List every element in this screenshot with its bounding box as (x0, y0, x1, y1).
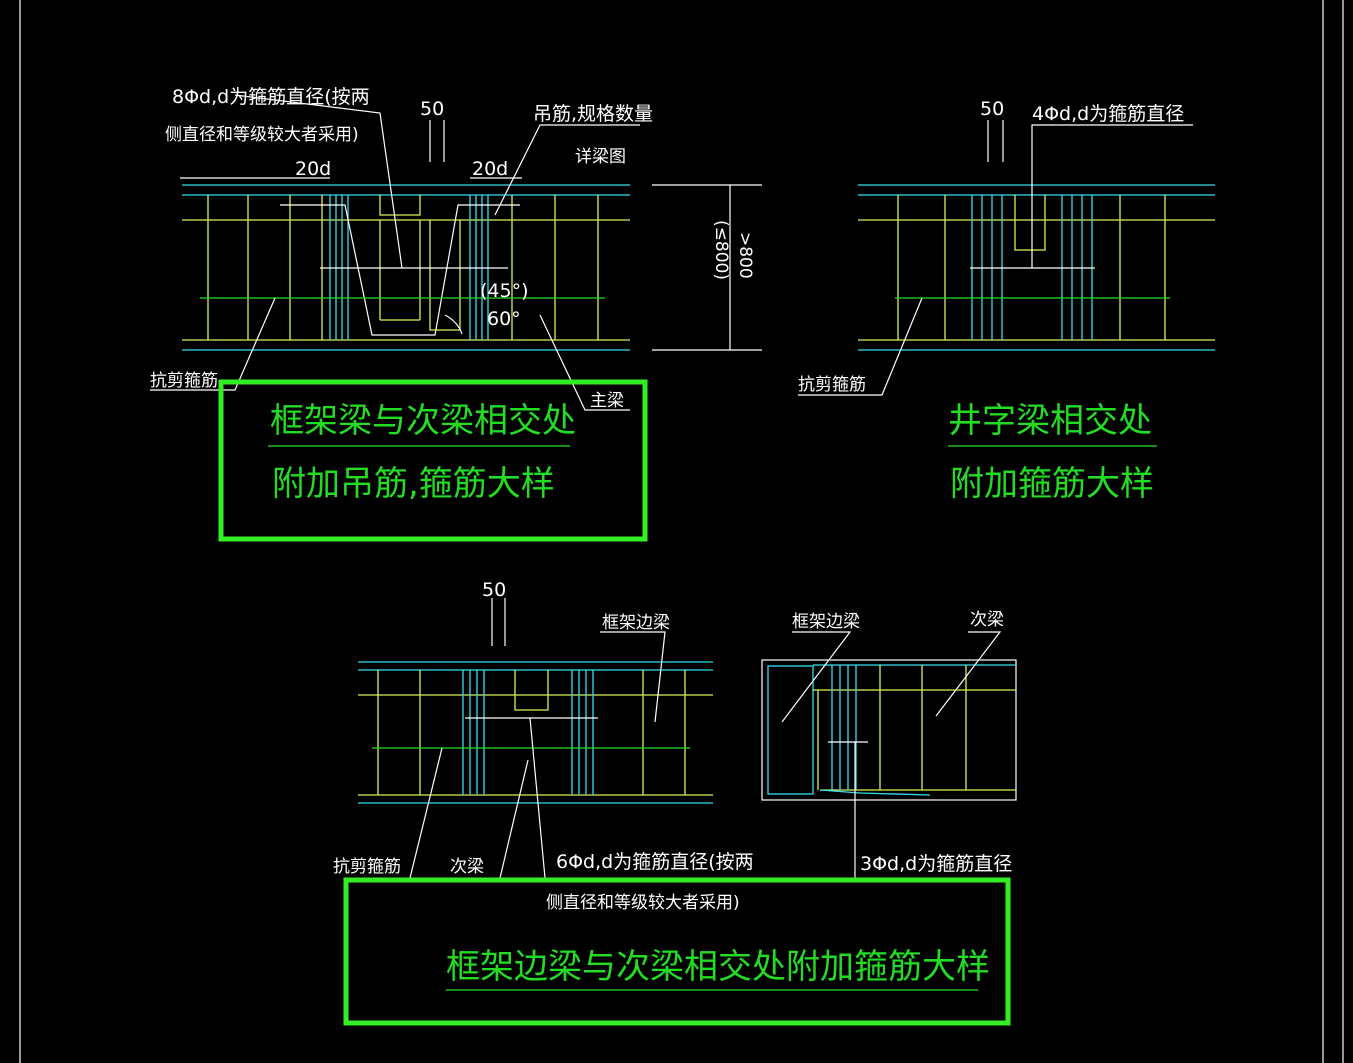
detail-a-note-leader (234, 94, 403, 269)
detail-c-note-line2: 侧直径和等级较大者采用) (546, 893, 740, 913)
detail-a-dist-bars (200, 267, 605, 299)
detail-a-height-le-800: (≤800) (711, 220, 731, 280)
detail-a-note-line2: 侧直径和等级较大者采用) (165, 125, 359, 145)
detail-a-main-beam-label: 主梁 (590, 391, 624, 411)
detail-d-outline (761, 659, 1017, 801)
detail-b-stirrups (897, 195, 1166, 340)
detail-a-angle-60: 60° (487, 308, 521, 330)
detail-b-title-line1: 井字梁相交处 (948, 401, 1152, 441)
detail-a-height-gt-800: >800 (735, 232, 755, 279)
detail-d-edge-beam-section[interactable]: 框架边梁 次梁 3Φd,d为箍筋直径 (761, 610, 1017, 878)
detail-a-hanger-bar (280, 204, 520, 336)
detail-a-dim-20d-left: 20d (295, 158, 331, 180)
detail-c-note-leader (529, 717, 546, 879)
detail-c-shear-leader (409, 747, 443, 879)
detail-c-edge-beam-leader (600, 631, 666, 723)
detail-a-hanger-sub: 详梁图 (575, 147, 626, 167)
detail-a-hanger-leader (494, 124, 640, 216)
detail-c-shear-label: 抗剪箍筋 (333, 857, 401, 877)
detail-b-beam-outline (858, 184, 1215, 351)
detail-a-shear-leader (150, 297, 276, 391)
detail-a-note-line1: 8Φd,d为箍筋直径(按两 (172, 86, 370, 108)
detail-a-frame-beam-secondary[interactable]: 8Φd,d为箍筋直径(按两 侧直径和等级较大者采用) 50 20d 20d 吊筋… (150, 86, 762, 542)
detail-a-shear-label: 抗剪箍筋 (150, 371, 218, 391)
detail-c-note-line1: 6Φd,d为箍筋直径(按两 (556, 851, 754, 873)
detail-c-secondary-label: 次梁 (450, 857, 484, 877)
detail-c-stirrups (377, 670, 686, 795)
detail-a-highlight-box (218, 379, 648, 542)
detail-d-edge-stirrup (767, 665, 814, 795)
detail-c-highlight-box (343, 877, 1011, 1026)
detail-b-note: 4Φd,d为箍筋直径 (1032, 103, 1184, 125)
detail-d-secondary-leader (935, 631, 1002, 717)
detail-d-beam-lines (813, 664, 1016, 796)
detail-c-dim-50: 50 (482, 579, 506, 601)
detail-b-note-leader (1031, 124, 1193, 268)
detail-c-title-group[interactable]: 框架边梁与次梁相交处附加箍筋大样 (343, 877, 1011, 1026)
detail-a-main-beam-leader (539, 314, 630, 411)
detail-c-secondary-leader (499, 759, 529, 879)
detail-c-title: 框架边梁与次梁相交处附加箍筋大样 (446, 947, 990, 987)
detail-c-beam-outline (358, 661, 713, 804)
detail-d-secondary-label: 次梁 (970, 610, 1004, 630)
detail-a-angle-arc (444, 314, 463, 335)
detail-b-dim-50: 50 (980, 98, 1004, 120)
detail-a-dim-50: 50 (420, 98, 444, 120)
detail-a-title-line2: 附加吊筋,箍筋大样 (272, 464, 555, 504)
detail-b-shear-label: 抗剪箍筋 (798, 375, 866, 395)
detail-b-title-line2: 附加箍筋大样 (950, 464, 1154, 504)
detail-c-edge-beam-secondary[interactable]: 50 框架边梁 抗剪箍筋 次梁 6Φd,d为箍筋直径(按两 侧直径和等级较大者采… (333, 579, 754, 913)
detail-b-grid-beam-intersection[interactable]: 50 4Φd,d为箍筋直径 抗剪箍筋 井字梁相交处 附加箍筋大样 (798, 98, 1215, 504)
detail-a-secondary-beam (379, 195, 461, 331)
detail-a-title-line1: 框架梁与次梁相交处 (270, 401, 576, 441)
detail-c-edge-beam-label: 框架边梁 (602, 613, 670, 633)
detail-d-edge-beam-leader (781, 631, 852, 723)
detail-d-note: 3Φd,d为箍筋直径 (860, 853, 1012, 875)
detail-b-shear-leader (798, 297, 923, 396)
detail-a-hanger-label: 吊筋,规格数量 (533, 103, 653, 125)
detail-d-edge-beam-label: 框架边梁 (792, 612, 860, 632)
detail-a-angle-45: (45°) (480, 280, 529, 302)
detail-a-dim-20d-right: 20d (472, 158, 508, 180)
